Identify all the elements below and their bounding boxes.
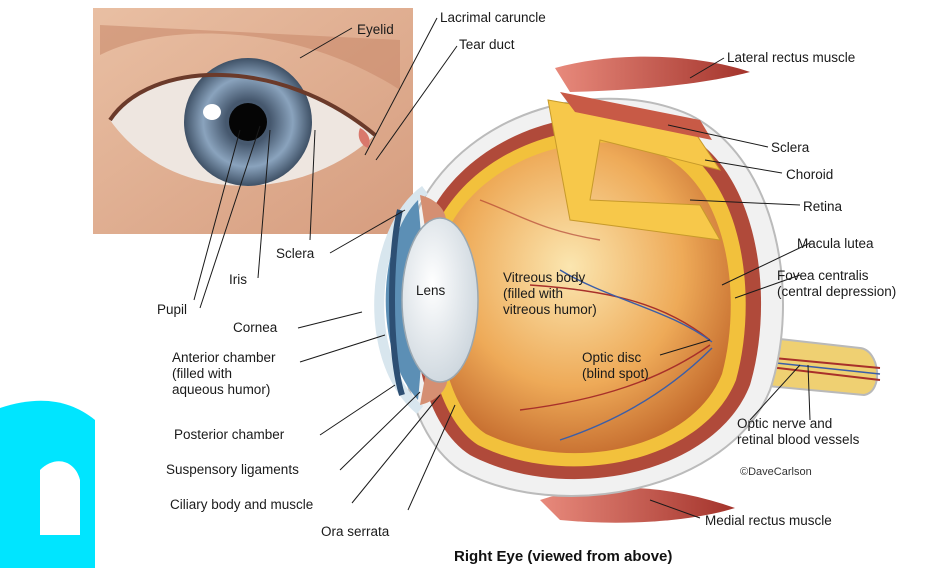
lens-shape <box>402 218 478 382</box>
label-fovea-centralis: Fovea centralis <box>777 268 869 283</box>
label-optic-disc: Optic disc <box>582 350 641 365</box>
label-choroid: Choroid <box>786 167 833 182</box>
label-eyelid: Eyelid <box>357 22 394 37</box>
diagram-caption: Right Eye (viewed from above) <box>454 548 672 565</box>
label-iris: Iris <box>229 272 247 287</box>
label-lens: Lens <box>416 283 445 298</box>
label-vitreous-body: Vitreous body <box>503 270 585 285</box>
label-ora-serrata: Ora serrata <box>321 524 389 539</box>
label-lateral-rectus: Lateral rectus muscle <box>727 50 855 65</box>
label-medial-rectus: Medial rectus muscle <box>705 513 832 528</box>
label-anterior-note-2: aqueous humor) <box>172 382 270 397</box>
lateral-rectus-muscle <box>555 57 750 92</box>
label-lacrimal-caruncle: Lacrimal caruncle <box>440 10 546 25</box>
label-optic-nerve-note: retinal blood vessels <box>737 432 859 447</box>
label-pupil: Pupil <box>157 302 187 317</box>
label-retina: Retina <box>803 199 842 214</box>
label-cornea: Cornea <box>233 320 277 335</box>
label-suspensory-ligaments: Suspensory ligaments <box>166 462 299 477</box>
label-macula-lutea: Macula lutea <box>797 236 874 251</box>
label-tear-duct: Tear duct <box>459 37 515 52</box>
watermark-shape-inner <box>40 461 80 535</box>
label-sclera-right: Sclera <box>771 140 809 155</box>
label-anterior-note-1: (filled with <box>172 366 232 381</box>
copyright-credit: ©DaveCarlson <box>740 466 812 478</box>
eye-photo <box>93 8 413 234</box>
label-ciliary-body: Ciliary body and muscle <box>170 497 313 512</box>
label-optic-nerve: Optic nerve and <box>737 416 832 431</box>
label-sclera-left: Sclera <box>276 246 314 261</box>
label-vitreous-note-2: vitreous humor) <box>503 302 597 317</box>
label-posterior-chamber: Posterior chamber <box>174 427 284 442</box>
label-fovea-note: (central depression) <box>777 284 896 299</box>
label-optic-disc-note: (blind spot) <box>582 366 649 381</box>
label-vitreous-note-1: (filled with <box>503 286 563 301</box>
label-anterior-chamber: Anterior chamber <box>172 350 276 365</box>
